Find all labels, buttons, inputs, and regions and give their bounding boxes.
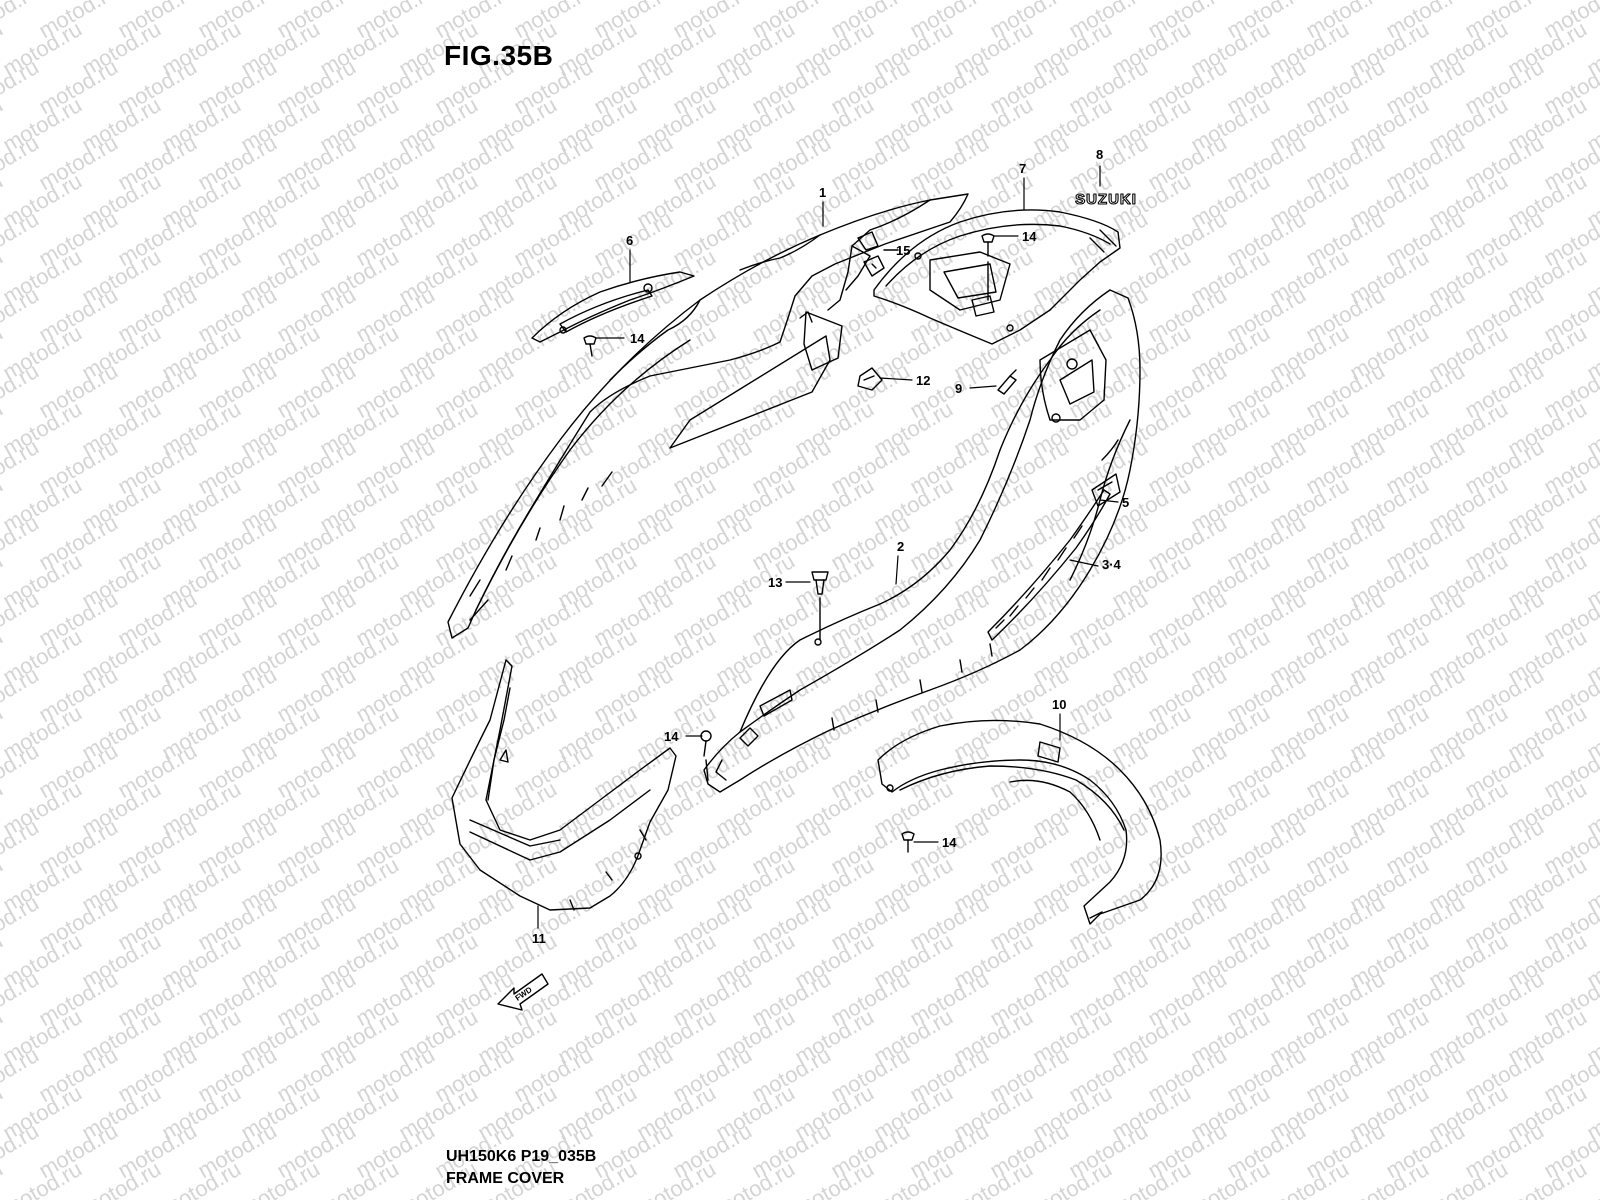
callout-3-4: 3·4 [1102, 557, 1121, 572]
part-9-screw [997, 369, 1017, 395]
part-15-clip [863, 249, 899, 277]
suzuki-decal-text: SUZUKI [1075, 191, 1137, 208]
callout-12: 12 [916, 373, 931, 388]
callout-14-fender: 14 [942, 835, 957, 850]
part-10-inner-fender [877, 719, 1162, 925]
callout-9: 9 [955, 381, 963, 396]
part-2-side-cover [703, 289, 1141, 793]
part-11-lower-cover [451, 659, 677, 911]
part-14-screw-lower-left [700, 730, 712, 781]
callout-14-left: 14 [630, 331, 645, 346]
callout-14-top: 14 [1022, 229, 1037, 244]
callout-7: 7 [1019, 161, 1027, 176]
model-code: UH150K6 P19_035B [446, 1148, 597, 1165]
part-14-screw-fender [901, 831, 915, 853]
part-14-screw-left [583, 335, 597, 357]
callout-5: 5 [1122, 495, 1130, 510]
part-7-rear-cover [873, 209, 1121, 345]
section-name: FRAME COVER [446, 1170, 565, 1187]
callout-1: 1 [819, 185, 827, 200]
callout-2: 2 [897, 539, 905, 554]
callout-14-lower: 14 [664, 729, 679, 744]
callout-11: 11 [532, 931, 546, 946]
callout-13: 13 [768, 575, 783, 590]
part-14-screw-top [981, 233, 995, 301]
part-8-suzuki-decal: SUZUKI [1075, 190, 1137, 208]
callout-15: 15 [896, 243, 911, 258]
fwd-arrow-icon: FWD [497, 973, 549, 1011]
callout-8: 8 [1096, 147, 1104, 162]
callout-10: 10 [1052, 697, 1067, 712]
part-12-clip [857, 367, 883, 391]
figure-title: FIG.35B [444, 40, 554, 71]
part-13-rivet [811, 571, 829, 641]
part-6-trim [531, 271, 695, 343]
part-3-4-decal [987, 473, 1121, 641]
callout-6: 6 [626, 233, 634, 248]
leader-lines [537, 165, 1119, 929]
part-1-front-cover [447, 193, 969, 639]
